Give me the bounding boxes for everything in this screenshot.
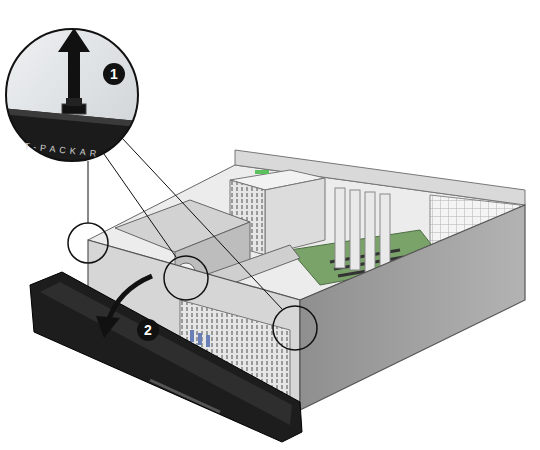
side-wall — [300, 205, 525, 410]
leader-lines — [88, 138, 282, 309]
expansion-slots — [335, 188, 390, 274]
callout-number: 2 — [144, 323, 152, 337]
callout-number: 1 — [110, 67, 118, 81]
callout-disc — [103, 63, 125, 85]
callout-disc — [137, 319, 159, 341]
rotate-arrow — [108, 276, 152, 322]
zoom-detail — [0, 20, 150, 180]
front-bezel — [30, 272, 302, 442]
detail-circles — [68, 223, 317, 350]
arrow-head — [96, 316, 120, 338]
zoom-circle — [6, 29, 138, 161]
